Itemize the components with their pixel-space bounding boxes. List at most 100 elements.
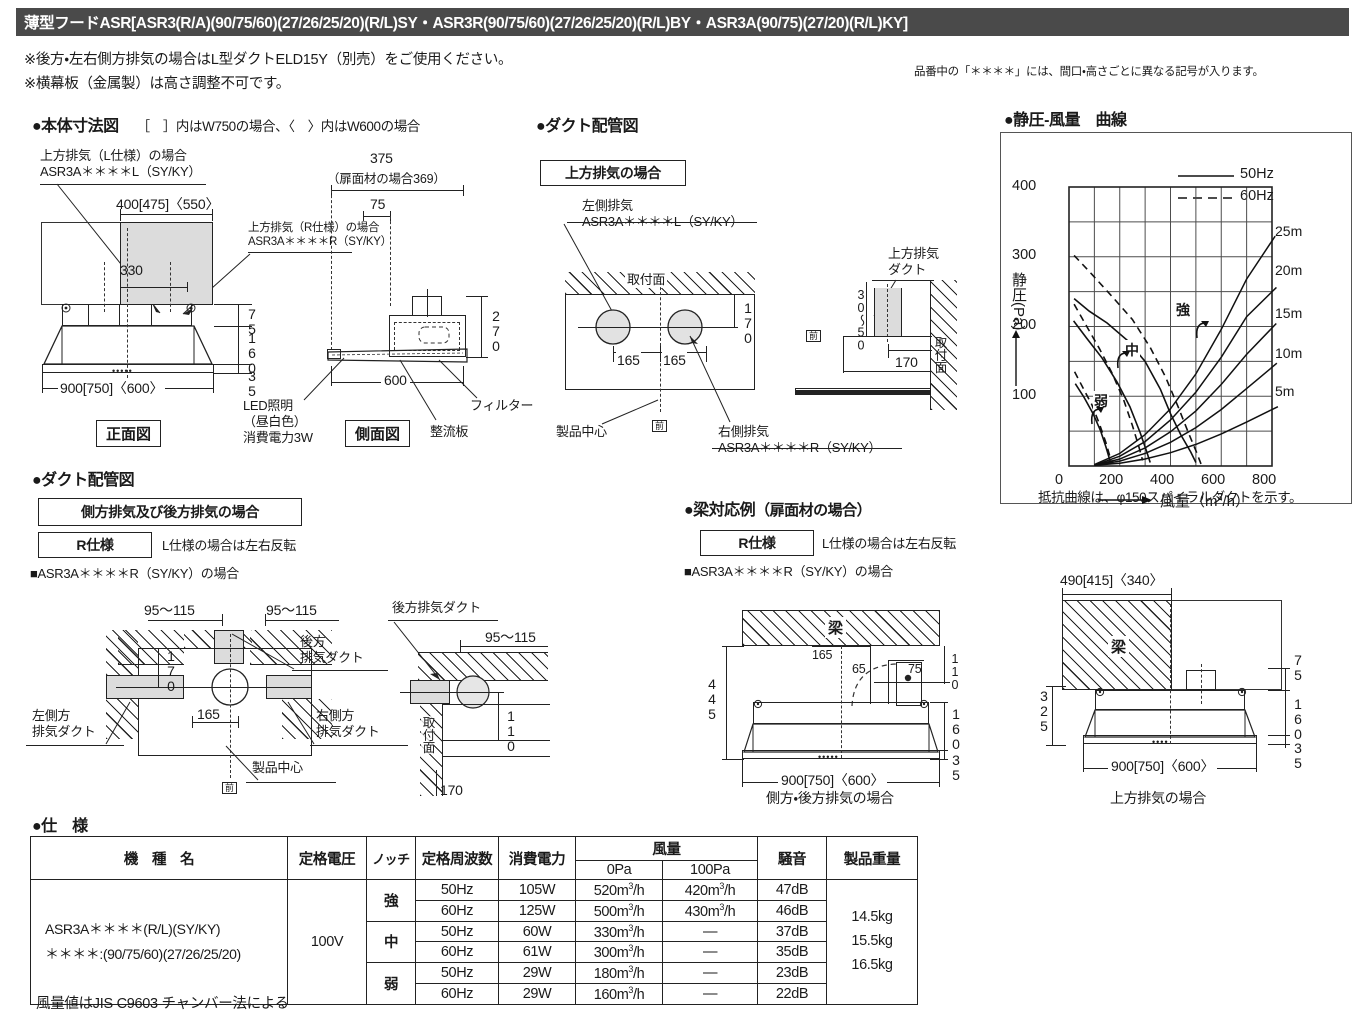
body-dim-heading-sub: ［ ］内はW750の場合、〈 〉内はW600の場合	[136, 119, 421, 134]
front-view-upper-duct	[120, 222, 213, 305]
side-view-bottom-tray	[327, 348, 468, 363]
ytick-100: 100	[1012, 387, 1037, 403]
col-frequency: 定格周波数	[415, 836, 499, 880]
label-product-center-sr: 製品中心	[252, 760, 303, 775]
section-heading-spec: ●仕 様	[32, 818, 88, 835]
ytick-200: 200	[1012, 317, 1037, 333]
duct-upper-boxlabel: 上方排気の場合	[540, 160, 686, 186]
cell-frequency: 60Hz	[415, 941, 499, 964]
chart-series-中-60Hz	[1073, 303, 1144, 461]
label-upper-exhaust-duct: 上方排気 ダクト	[888, 246, 939, 277]
leader-line-led	[303, 357, 345, 401]
header-note-right: 品番中の「＊＊＊＊」には、間口・高さごとに異なる記号が入ります。	[914, 66, 1264, 78]
spec-table: 機 種 名 定格電圧 ノッチ 定格周波数 消費電力 風量 騒音 製品重量 0Pa…	[30, 836, 918, 1005]
dim-65-beam: 65	[852, 662, 866, 676]
chart-series-15m-抵抗曲線	[1094, 328, 1272, 467]
col-airflow: 風量	[575, 836, 758, 861]
chart-series-強-60Hz	[1073, 254, 1202, 465]
notch-arrow-weak	[1088, 404, 1108, 426]
chart-series-25m-抵抗曲線	[1094, 242, 1272, 466]
label-mounting-face-sv: 取付面	[420, 716, 435, 754]
label-right-exhaust: 右側排気 ASR3A＊＊＊＊R（SY/KY）	[718, 424, 882, 455]
chart-res-label-5m: 5m	[1275, 383, 1295, 399]
cell-noise: 35dB	[757, 941, 827, 964]
chart-notch-label-weak: 弱	[1093, 391, 1109, 411]
duct-side-rear-model-note: ■ASR3A＊＊＊＊R（SY/KY）の場合	[30, 566, 239, 581]
cell-noise: 47dB	[757, 879, 827, 901]
beam-spec-box: R仕様	[700, 530, 814, 556]
beam-upper-hinge-icons	[1095, 687, 1247, 697]
duct-side-rear-spec-box: R仕様	[38, 532, 152, 558]
header-note-1: ※後方・左右側方排気の場合はL型ダクトELD15Y（別売）をご使用ください。	[24, 52, 513, 68]
cell-noise: 23dB	[757, 962, 827, 985]
chart-yaxis-arrow	[1012, 330, 1020, 386]
dim-170-side: 170	[894, 354, 919, 370]
chart-series-10m-抵抗曲線	[1094, 367, 1272, 467]
dim-95-115-b: 95〜115	[266, 602, 317, 618]
cell-airflow-0pa: 180m3/h	[575, 962, 663, 985]
dim-375-sub: （扉面材の場合369）	[327, 172, 446, 186]
label-rear-duct-sv: 後方排気ダクト	[392, 600, 481, 615]
chart-xaxis-arrow	[1098, 496, 1152, 504]
cell-airflow-100pa: —	[662, 983, 758, 1005]
cell-airflow-100pa: —	[662, 941, 758, 964]
dim-width-beam-upper: 900[750]〈600〉	[1108, 756, 1218, 776]
chart-heading: ●静圧-風量 曲線	[1004, 112, 1127, 129]
duct-upper-side-wall-hatch	[930, 280, 957, 410]
cell-airflow-100pa: 430m3/h	[662, 899, 758, 922]
header-note-2: ※横幕板（金属製）は高さ調整不可です。	[24, 76, 290, 92]
cell-power: 29W	[498, 983, 576, 1005]
front-view-bottom-plate	[42, 364, 214, 373]
side-view-dash-b	[394, 350, 460, 351]
leader-line-product-center	[601, 399, 659, 425]
section-heading-beam: ●梁対応例（扉面材の場合）	[684, 502, 872, 519]
beam-upper-label: 梁	[1108, 636, 1130, 657]
cell-frequency: 50Hz	[415, 962, 499, 985]
beam-duct-box	[896, 662, 922, 706]
dim-490-415-340: 490[415]〈340〉	[1060, 572, 1164, 588]
dim-165-right: 165	[662, 352, 687, 368]
dim-35-front: 35	[244, 368, 260, 398]
cell-noise: 22dB	[757, 983, 827, 1005]
cell-frequency: 50Hz	[415, 920, 499, 943]
label-mounting-face-side: 取付面	[932, 336, 947, 374]
duct-upper-side-body	[843, 336, 932, 373]
chart-res-label-15m: 15m	[1275, 305, 1303, 321]
dim-160-beam: 160	[948, 706, 964, 751]
dim-170-sr: 170	[163, 648, 179, 693]
xtick-400: 400	[1150, 472, 1175, 488]
body-dim-heading-text: ●本体寸法図	[32, 118, 119, 135]
beam-duct-hole	[904, 674, 912, 682]
dim-165-sr: 165	[196, 706, 221, 722]
dim-95-115-sv: 95〜115	[485, 629, 536, 645]
front-view-duct-axis-left	[104, 262, 105, 312]
leader-line-left-side-duct	[105, 701, 131, 745]
beam-upper-duct-axis	[1201, 664, 1202, 704]
dim-165-left: 165	[616, 352, 641, 368]
front-view-hinge-icons	[61, 303, 196, 313]
leader-line-right-exhaust	[689, 335, 731, 423]
page-title: 薄型フードASR[ASR3(R/A)(90/75/60)(27/26/25/20…	[16, 8, 1349, 36]
beam-model-note: ■ASR3A＊＊＊＊R（SY/KY）の場合	[684, 564, 893, 579]
leader-line-product-center-sr	[225, 745, 259, 781]
dim-170-sv: 170	[440, 782, 463, 798]
duct-sr-wall-left-top	[106, 630, 138, 675]
dim-75-beam: 75	[908, 662, 922, 676]
dim-160-front: 160	[244, 330, 260, 375]
beam-hood-taper	[743, 723, 939, 753]
dim-400-475-550: 400[475]〈550〉	[116, 196, 220, 212]
dim-width-front: 900[750]〈600〉	[58, 378, 166, 398]
dim-width-beam: 900[750]〈600〉	[778, 770, 888, 790]
cell-power: 125W	[498, 899, 576, 922]
dim-375: 375	[370, 150, 393, 166]
front-mark-plan: 前	[652, 420, 668, 433]
dim-35-beam: 35	[948, 752, 964, 782]
xtick-800: 800	[1252, 472, 1277, 488]
side-view-caption: 側面図	[345, 420, 411, 447]
front-mark-sr: 前	[222, 782, 238, 795]
beam-label: 梁	[825, 617, 847, 638]
beam-upper-hood-taper	[1084, 709, 1256, 738]
